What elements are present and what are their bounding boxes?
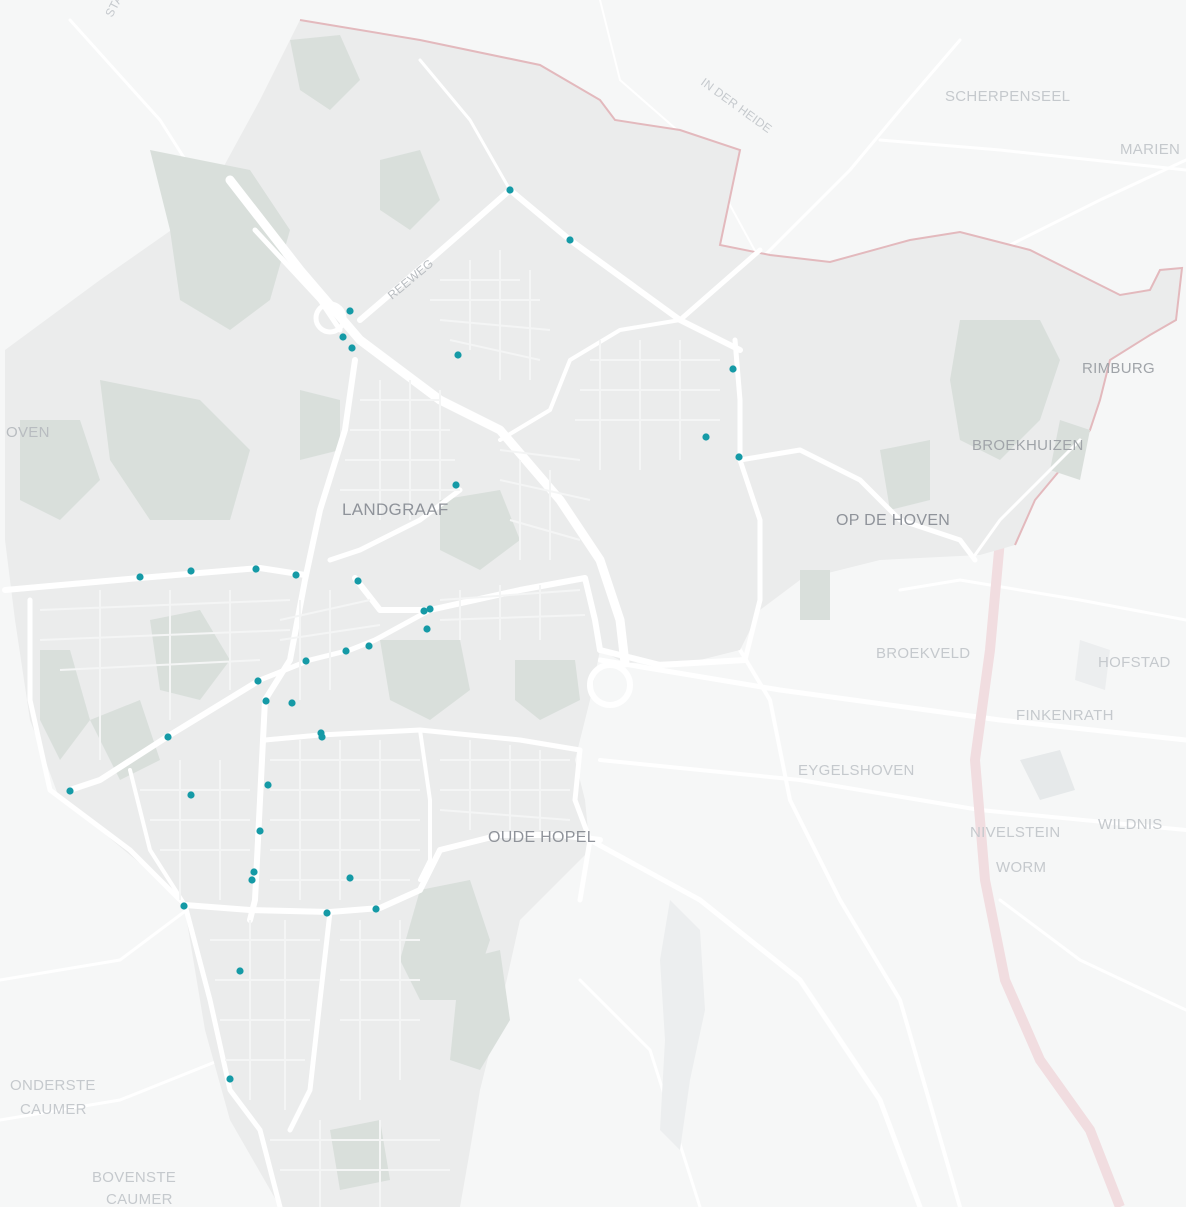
label-stad: STAD (102, 0, 130, 19)
location-marker-icon[interactable] (348, 344, 356, 352)
label-rimburg: RIMBURG (1082, 360, 1155, 377)
location-marker-icon[interactable] (136, 573, 144, 581)
location-marker-icon[interactable] (346, 307, 354, 315)
label-oven: OVEN (6, 424, 50, 441)
location-marker-icon[interactable] (354, 577, 362, 585)
label-onderste-caumer-line1: ONDERSTE (10, 1077, 96, 1094)
location-marker-icon[interactable] (292, 571, 300, 579)
label-finkenrath: FINKENRATH (1016, 707, 1114, 724)
location-marker-icon[interactable] (372, 905, 380, 913)
location-marker-icon[interactable] (426, 605, 434, 613)
regional-features (660, 539, 1125, 1207)
location-marker-icon[interactable] (452, 481, 460, 489)
location-marker-icon[interactable] (735, 453, 743, 461)
location-marker-icon[interactable] (256, 827, 264, 835)
label-op-de-hoven: OP DE HOVEN (836, 512, 950, 529)
label-in-der-heide: IN DER HEIDE (698, 75, 774, 136)
label-hofstad: HOFSTAD (1098, 654, 1171, 671)
location-marker-icon[interactable] (252, 565, 260, 573)
location-marker-icon[interactable] (264, 781, 272, 789)
location-markers[interactable] (66, 186, 743, 1083)
location-marker-icon[interactable] (66, 787, 74, 795)
label-worm: WORM (996, 859, 1046, 876)
label-marienberg: MARIEN (1120, 141, 1180, 158)
location-marker-icon[interactable] (506, 186, 514, 194)
label-bovenste-caumer-line2: CAUMER (106, 1191, 173, 1207)
location-marker-icon[interactable] (346, 874, 354, 882)
location-marker-icon[interactable] (454, 351, 462, 359)
location-marker-icon[interactable] (566, 236, 574, 244)
location-marker-icon[interactable] (254, 677, 262, 685)
label-oude-hopel: OUDE HOPEL (488, 829, 596, 846)
parks (20, 35, 1090, 1190)
roads (2, 58, 1082, 1207)
location-marker-icon[interactable] (420, 607, 428, 615)
label-scherpenseel: SCHERPENSEEL (945, 88, 1070, 105)
location-marker-icon[interactable] (262, 697, 270, 705)
location-marker-icon[interactable] (318, 733, 326, 741)
label-bovenste-caumer-line1: BOVENSTE (92, 1169, 176, 1186)
location-marker-icon[interactable] (729, 365, 737, 373)
location-marker-icon[interactable] (250, 868, 258, 876)
location-marker-icon[interactable] (164, 733, 172, 741)
label-wildnis: WILDNIS (1098, 816, 1163, 833)
label-onderste-caumer-line2: CAUMER (20, 1101, 87, 1118)
label-landgraaf: LANDGRAAF (342, 500, 449, 519)
location-marker-icon[interactable] (187, 791, 195, 799)
location-marker-icon[interactable] (226, 1075, 234, 1083)
location-marker-icon[interactable] (187, 567, 195, 575)
label-broekveld: BROEKVELD (876, 645, 970, 662)
residential-streets (39, 250, 720, 1207)
municipal-border (299, 19, 1184, 546)
label-broekhuizen: BROEKHUIZEN (972, 437, 1084, 454)
label-eygelshoven: EYGELSHOVEN (798, 762, 915, 779)
location-marker-icon[interactable] (302, 657, 310, 665)
location-marker-icon[interactable] (236, 967, 244, 975)
location-marker-icon[interactable] (180, 902, 188, 910)
location-marker-icon[interactable] (248, 876, 256, 884)
location-marker-icon[interactable] (342, 647, 350, 655)
location-marker-icon[interactable] (423, 625, 431, 633)
location-marker-icon[interactable] (323, 909, 331, 917)
location-marker-icon[interactable] (365, 642, 373, 650)
location-marker-icon[interactable] (702, 433, 710, 441)
label-nivelstein: NIVELSTEIN (970, 824, 1061, 841)
location-marker-icon[interactable] (288, 699, 296, 707)
location-marker-icon[interactable] (339, 333, 347, 341)
